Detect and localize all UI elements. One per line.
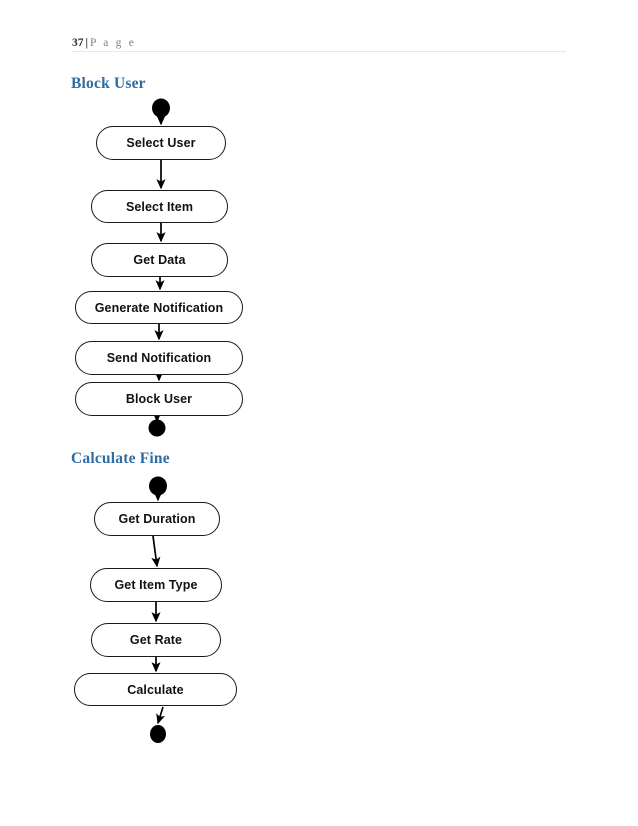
final-state-node-block-user bbox=[148, 419, 166, 437]
section-heading-block-user: Block User bbox=[71, 75, 146, 92]
activity-node-select-user: Select User bbox=[96, 126, 226, 160]
section-heading-calculate-fine: Calculate Fine bbox=[71, 450, 170, 467]
header-divider bbox=[72, 51, 566, 52]
activity-node-label: Generate Notification bbox=[94, 300, 224, 315]
activity-node-label: Get Rate bbox=[129, 633, 183, 647]
activity-node-select-item: Select Item bbox=[91, 190, 228, 223]
final-state-node-calculate-fine bbox=[150, 725, 166, 743]
activity-node-send-notification: Send Notification bbox=[75, 341, 243, 375]
page-header: 37|P a g e bbox=[72, 36, 566, 56]
activity-node-get-rate: Get Rate bbox=[91, 623, 221, 657]
activity-node-label: Get Item Type bbox=[114, 578, 198, 592]
activity-node-label: Block User bbox=[125, 392, 193, 406]
connector-calculate-to-final bbox=[156, 706, 166, 725]
page-header-text: 37|P a g e bbox=[72, 36, 566, 50]
activity-node-get-data: Get Data bbox=[91, 243, 228, 277]
activity-node-label: Get Data bbox=[133, 253, 186, 267]
activity-node-calculate: Calculate bbox=[74, 673, 237, 706]
activity-node-block-user: Block User bbox=[75, 382, 243, 416]
initial-state-node-block-user bbox=[152, 98, 170, 118]
activity-node-label: Calculate bbox=[127, 682, 184, 697]
initial-state-node-calculate-fine bbox=[149, 476, 167, 496]
activity-node-generate-notification: Generate Notification bbox=[75, 291, 243, 324]
activity-node-label: Get Duration bbox=[118, 512, 196, 526]
activity-node-label: Send Notification bbox=[106, 351, 212, 365]
activity-node-label: Select User bbox=[126, 136, 196, 150]
activity-node-get-duration: Get Duration bbox=[94, 502, 220, 536]
activity-node-label: Select Item bbox=[125, 199, 194, 214]
page-header-separator: | bbox=[85, 37, 89, 49]
activity-node-get-item-type: Get Item Type bbox=[90, 568, 222, 602]
connector-get-duration-to-get-item-type bbox=[151, 535, 161, 568]
page-word: P a g e bbox=[90, 37, 136, 49]
page-number: 37 bbox=[72, 37, 84, 49]
